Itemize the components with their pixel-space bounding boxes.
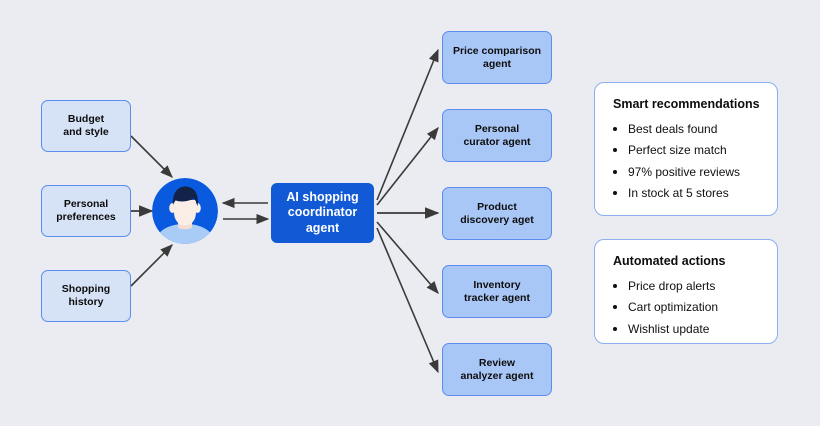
agent-node-price-comparison-agent[interactable]: Price comparison agent [442, 31, 552, 84]
arrow-budget-to-user [130, 135, 173, 178]
label-line-2: analyzer agent [460, 369, 534, 382]
card-automated-actions-list: Price drop alerts Cart optimization Wish… [611, 275, 761, 339]
label-line-1: AI shopping [286, 190, 359, 205]
card-smart-recommendations-title: Smart recommendations [613, 97, 760, 111]
input-node-personal-preferences[interactable]: Personal preferences [41, 185, 131, 237]
label-line-1: Shopping [61, 283, 111, 296]
label-line-1: Personal [474, 122, 520, 135]
agent-node-personal-curator-agent-label: Personal curator agent [463, 123, 530, 149]
input-node-shopping-history-label: Shopping history [62, 283, 110, 309]
label-line-1: Budget [67, 113, 105, 126]
user-avatar-graphic [152, 178, 218, 244]
center-node-label: AI shopping coordinator agent [286, 190, 358, 236]
label-line-2: preferences [56, 211, 116, 223]
card-automated-actions: Automated actions Price drop alerts Cart… [594, 239, 778, 344]
input-node-budget-and-style[interactable]: Budget and style [41, 100, 131, 152]
card-automated-actions-title: Automated actions [613, 254, 726, 268]
arrow-center-to-agent-2 [376, 126, 439, 206]
label-line-2: and style [63, 126, 109, 138]
label-line-1: Review [478, 356, 516, 369]
list-item: In stock at 5 stores [628, 182, 761, 203]
arrow-history-to-user [130, 244, 173, 287]
list-item: Wishlist update [628, 318, 761, 339]
label-line-2: history [68, 296, 104, 308]
label-line-2: tracker agent [464, 291, 530, 304]
agent-node-review-analyzer-agent-label: Review analyzer agent [461, 357, 534, 383]
agent-node-price-comparison-agent-label: Price comparison agent [453, 45, 541, 71]
list-item: Cart optimization [628, 296, 761, 317]
card-smart-recommendations-list: Best deals found Perfect size match 97% … [611, 118, 761, 204]
input-node-shopping-history[interactable]: Shopping history [41, 270, 131, 322]
arrow-center-to-agent-4 [376, 221, 439, 294]
agent-node-personal-curator-agent[interactable]: Personal curator agent [442, 109, 552, 162]
label-line-2: discovery aget [460, 213, 534, 226]
input-node-personal-preferences-label: Personal preferences [56, 198, 116, 224]
arrow-center-to-agent-5 [376, 227, 439, 374]
label-line-2: agent [482, 57, 511, 70]
label-line-2: curator agent [463, 135, 531, 148]
list-item: Perfect size match [628, 139, 761, 160]
list-item: 97% positive reviews [628, 161, 761, 182]
agent-node-inventory-tracker-agent[interactable]: Inventory tracker agent [442, 265, 552, 318]
label-line-1: Inventory [473, 278, 521, 291]
card-smart-recommendations: Smart recommendations Best deals found P… [594, 82, 778, 216]
agent-node-product-discovery-agent-label: Product discovery aget [460, 201, 534, 227]
list-item: Best deals found [628, 118, 761, 139]
center-node-ai-shopping-coordinator-agent[interactable]: AI shopping coordinator agent [271, 183, 374, 243]
agent-node-product-discovery-agent[interactable]: Product discovery aget [442, 187, 552, 240]
arrow-center-to-agent-1 [376, 48, 439, 201]
input-node-budget-and-style-label: Budget and style [63, 113, 109, 139]
agent-node-review-analyzer-agent[interactable]: Review analyzer agent [442, 343, 552, 396]
label-line-1: Product [477, 200, 517, 213]
label-line-2: coordinator [287, 205, 358, 220]
list-item: Price drop alerts [628, 275, 761, 296]
label-line-1: Personal [63, 198, 109, 211]
user-avatar-icon [152, 178, 218, 244]
label-line-3: agent [305, 220, 340, 235]
label-line-1: Price comparison [452, 44, 542, 57]
agent-node-inventory-tracker-agent-label: Inventory tracker agent [464, 279, 530, 305]
